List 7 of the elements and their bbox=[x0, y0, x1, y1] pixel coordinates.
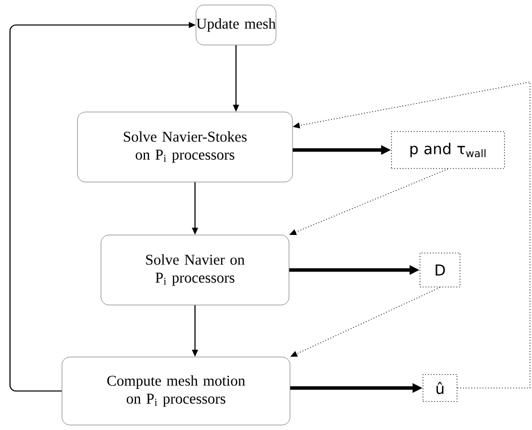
process-box: Compute mesh motion on P$_{i}$ processors bbox=[62, 356, 290, 426]
data-box: û bbox=[422, 374, 458, 402]
data-box: D bbox=[420, 252, 460, 288]
process-box: Update mesh bbox=[196, 4, 276, 46]
process-box: Solve Navier-Stokes on P$_{i}$ processors bbox=[77, 112, 293, 182]
process-box: Solve Navier on P$_{i}$ processors bbox=[100, 234, 290, 306]
data-box: p and τ$_{wall}$ bbox=[391, 131, 505, 169]
